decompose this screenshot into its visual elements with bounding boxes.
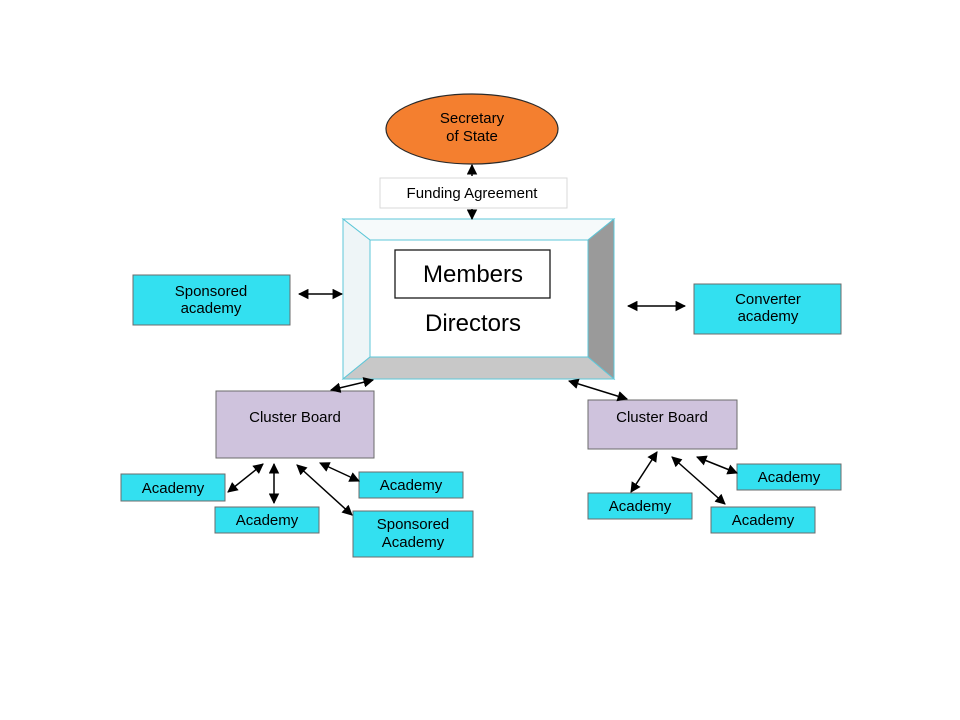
left-academy-2-label: Academy [236,512,299,529]
arrow-cluster-right-academy-3 [671,456,726,505]
left-sponsored-academy-box [352,510,474,558]
arrow-trust-cluster-left [329,377,375,393]
left-academy-2-box [214,506,320,534]
right-academy-1-box [736,463,842,491]
cluster-board-right-box [587,399,738,450]
trust-bevel-top [341,218,616,241]
funding-agreement-box [379,177,568,209]
arrow-cluster-left-sponsored [296,464,353,516]
cluster-board-left-node: Cluster Board [215,390,375,459]
right-academy-2-node: Academy [587,492,693,520]
arrow-cluster-left-academy-1 [227,463,264,493]
left-academy-3-node: Academy [358,471,464,499]
directors-label: Directors [425,310,521,337]
left-sponsored-academy-node: Sponsored Academy [352,510,474,558]
arrow-cluster-right-academy-2 [630,451,658,493]
funding-agreement-label: Funding Agreement [407,185,539,202]
left-academy-1-box [120,473,226,502]
cluster-board-right-node: Cluster Board [587,399,738,450]
members-box [394,249,551,299]
arrow-cluster-right-academy-1 [696,455,738,475]
trust-bevel-bottom [341,356,616,380]
converter-academy-node: Converter academy [693,283,842,335]
arrow-trust-cluster-right [567,378,629,402]
left-academy-1-node: Academy [120,473,226,502]
right-academy-3-node: Academy [710,506,816,534]
converter-academy-line1: Converter [735,291,801,308]
left-academy-1-label: Academy [142,480,205,497]
right-academy-3-label: Academy [732,512,795,529]
right-academy-2-label: Academy [609,498,672,515]
sponsored-academy-line2: academy [181,300,242,317]
left-academy-3-label: Academy [380,477,443,494]
secretary-label-line1: Secretary [440,110,505,127]
right-academy-3-box [710,506,816,534]
members-label: Members [423,261,523,288]
secretary-label-line2: of State [446,128,498,145]
cluster-board-right-label: Cluster Board [616,409,708,426]
cluster-board-left-label: Cluster Board [249,409,341,426]
secretary-of-state-node: Secretary of State [385,93,559,165]
left-sponsored-academy-line2: Academy [382,534,445,551]
connectors [227,163,738,516]
right-academy-1-label: Academy [758,469,821,486]
left-academy-2-node: Academy [214,506,320,534]
funding-agreement-node: Funding Agreement [379,177,568,209]
trust-bevel-left [342,217,371,381]
converter-academy-line2: academy [738,308,799,325]
sponsored-academy-line1: Sponsored [175,283,248,300]
arrow-cluster-left-academy-3 [319,462,360,482]
sponsored-academy-node: Sponsored academy [132,274,291,326]
right-academy-1-node: Academy [736,463,842,491]
left-academy-3-box [358,471,464,499]
trust-board-node: Members Directors [341,217,616,381]
cluster-board-left-box [215,390,375,459]
sponsored-academy-box [132,274,291,326]
trust-bevel-right [587,217,615,381]
left-sponsored-academy-line1: Sponsored [377,516,450,533]
converter-academy-box [693,283,842,335]
